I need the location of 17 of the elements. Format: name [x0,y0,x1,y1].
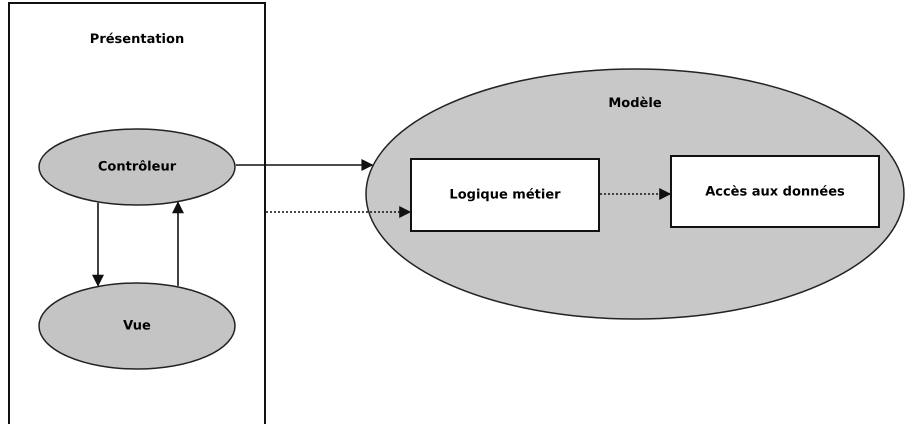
node-label: Logique métier [449,188,561,202]
node-label: Contrôleur [98,160,176,174]
node-label: Accès aux données [705,184,845,199]
node-label: Vue [123,318,151,334]
node-label: Modèle [608,96,662,111]
arrow [172,201,184,286]
arrow [92,202,104,287]
arrow [600,188,672,200]
box-node [670,155,880,228]
ellipse-node [38,282,236,370]
arrow [266,206,412,218]
node-label: Présentation [90,32,184,47]
box-node [8,2,266,424]
arrow [236,159,374,171]
ellipse-node [38,128,236,206]
box-node [410,158,600,232]
ellipse-node [365,68,905,320]
